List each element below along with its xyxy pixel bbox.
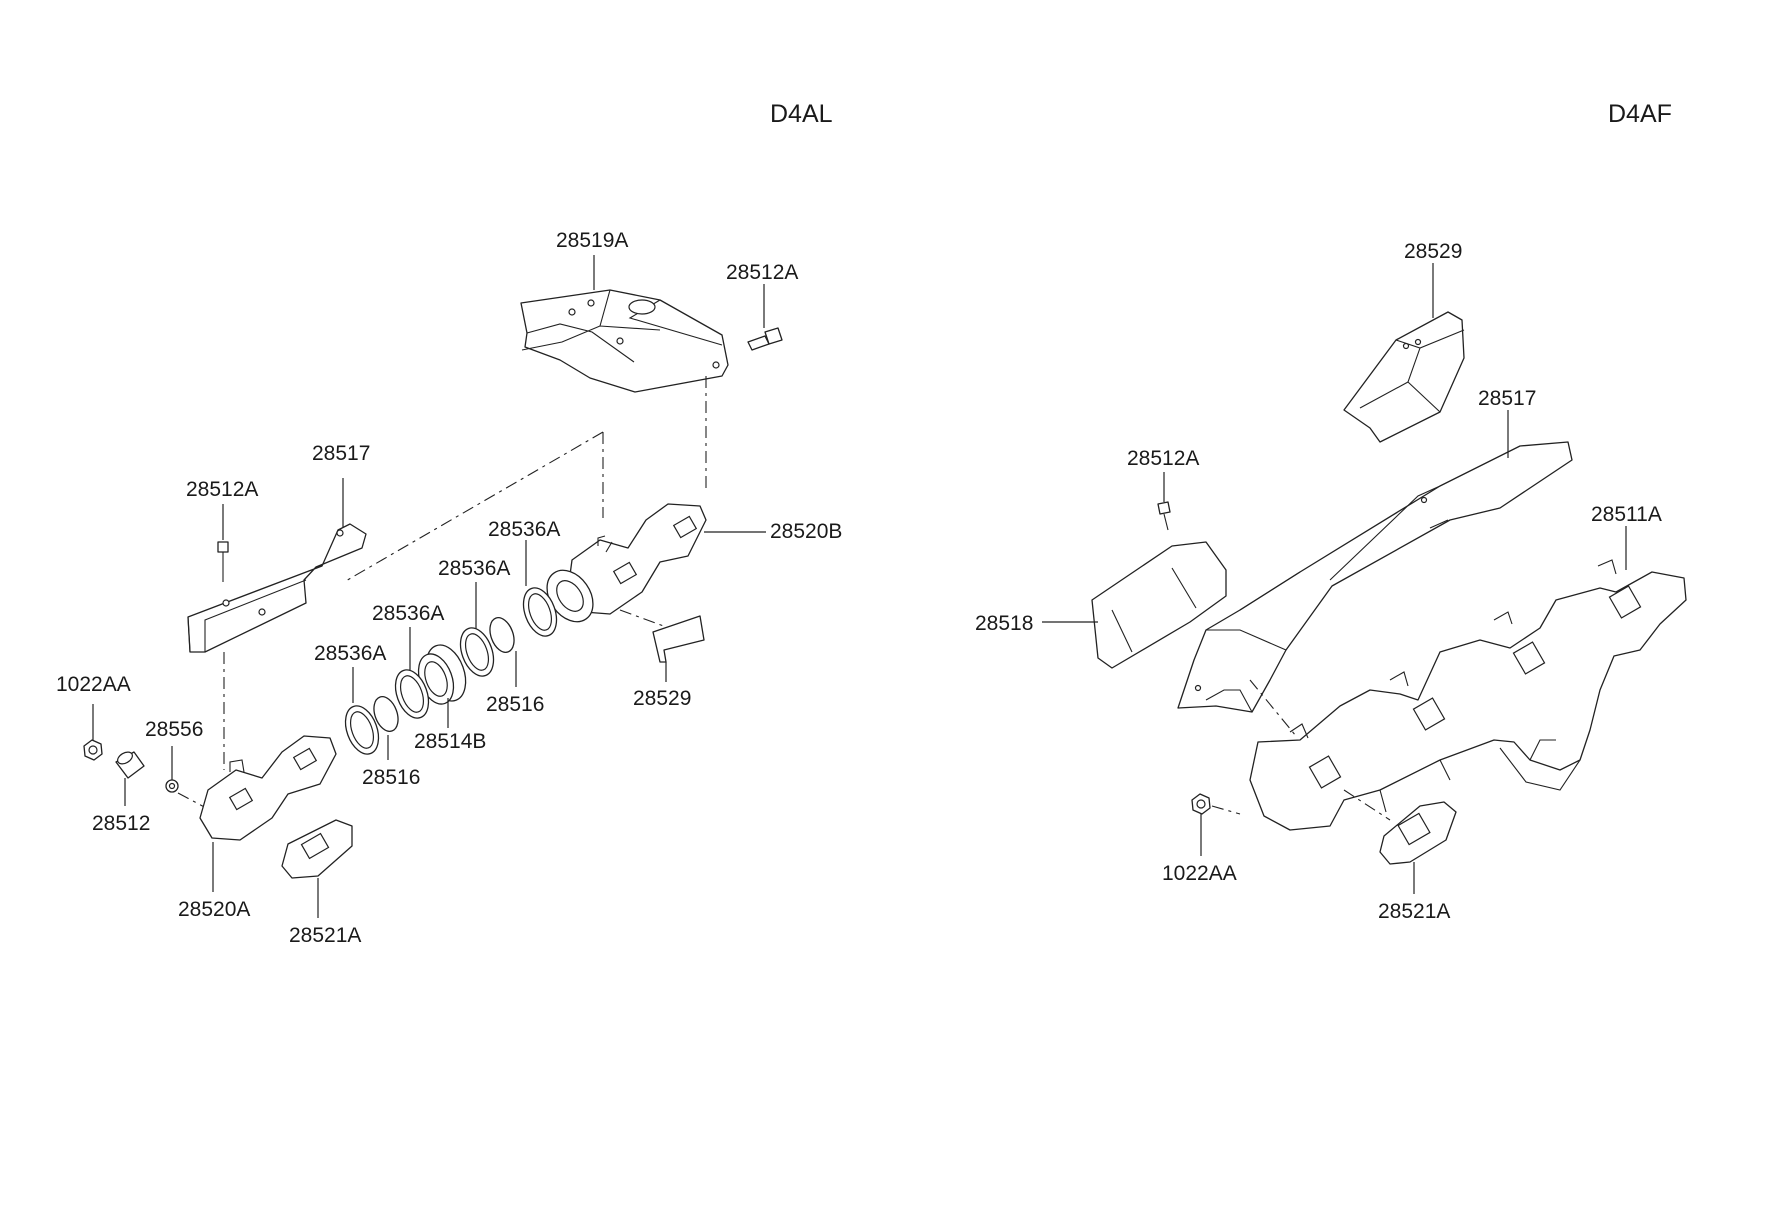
callout-bolt-right: 28512A [1127,447,1199,470]
gasket-right [1379,801,1457,865]
exhaust-manifold-right [1249,559,1687,831]
variant-label-right: D4AF [1608,100,1672,128]
callout-gasket-right: 28521A [1378,900,1450,923]
variant-label-left: D4AL [770,100,833,128]
callout-spacer-left: 28512 [92,812,150,835]
callout-ring-2: 28536A [438,557,510,580]
washer-left [165,779,179,793]
callout-ring-6: 28516 [486,693,544,716]
callout-ring-1: 28536A [488,518,560,541]
callout-nut-right: 1022AA [1162,862,1237,885]
callout-ring-3: 28536A [372,602,444,625]
nut-left [83,739,103,761]
diagram-right: D4AF [975,100,1687,923]
heat-shield-lower [187,523,367,653]
seal-rings [344,587,558,755]
heat-cover-right [1343,311,1465,443]
callout-heat-cover-right: 28529 [1404,240,1462,263]
bolt-upper-right [747,327,783,351]
nut-right [1191,793,1211,815]
callout-bracket-left: 28529 [633,687,691,710]
callout-bellows: 28514B [414,730,486,753]
callout-nut-left: 1022AA [56,673,131,696]
callout-small-shield-right: 28518 [975,612,1033,635]
bolt-right [1157,501,1171,531]
callout-ring-4: 28536A [314,642,386,665]
gasket-left [281,819,353,879]
callout-long-heat-shield-right: 28517 [1478,387,1536,410]
callout-bolt-upper-right: 28512A [726,261,798,284]
callout-bolt-left: 28512A [186,478,258,501]
bolt-left [217,541,229,582]
callout-manifold-right: 28520B [770,520,842,543]
callout-exhaust-manifold-right: 28511A [1591,503,1662,526]
callout-gasket-left: 28521A [289,924,361,947]
bracket-left [652,615,705,663]
long-heat-shield-right [1177,441,1573,713]
callout-heat-shield-lower: 28517 [312,442,370,465]
diagram-left: D4AL [56,100,842,947]
callout-manifold-left: 28520A [178,898,250,921]
spacer-left [115,751,145,779]
manifold-left [199,735,337,841]
heat-shield-upper [520,289,729,393]
callout-washer-left: 28556 [145,718,203,741]
small-shield-right [1091,541,1227,669]
manifold-right [546,503,707,623]
callout-heat-shield-upper: 28519A [556,229,628,252]
callout-ring-5: 28516 [362,766,420,789]
